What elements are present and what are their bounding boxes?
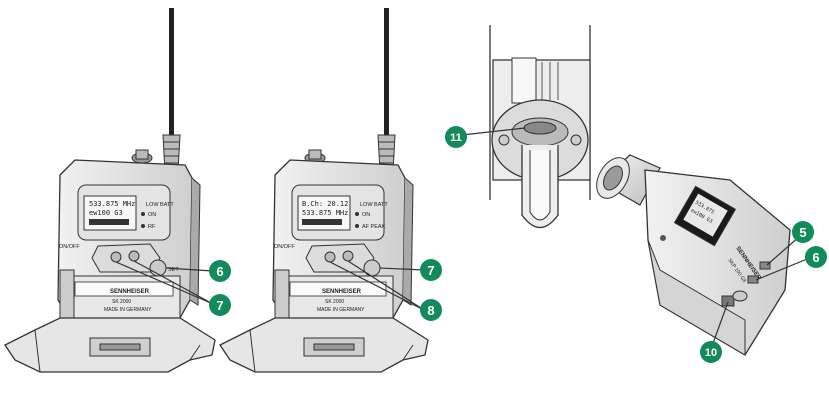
set-label-1: SET xyxy=(168,267,179,273)
bodypack-transmitter-2: B.Ch: 20.12 533.875 MHz LOW BATT ON AF P… xyxy=(219,8,429,373)
onoff-label-1: ON/OFF xyxy=(59,244,80,250)
on-label-2: ON xyxy=(362,212,370,218)
callout-5: 5 xyxy=(792,221,814,243)
low-batt-label-2: LOW BATT xyxy=(360,202,388,208)
down-button-1[interactable] xyxy=(128,250,140,262)
bodypack-transmitter-1: 533.875 MHz ew100 G3 LOW BATT ON RF SET … xyxy=(4,8,216,373)
brand-label-1: SENNHEISER xyxy=(110,289,150,295)
svg-text:6: 6 xyxy=(812,250,819,265)
lcd-line1-2: B.Ch: 20.12 xyxy=(302,200,348,208)
made-in-label-2: MADE IN GERMANY xyxy=(317,307,365,313)
svg-text:7: 7 xyxy=(427,263,434,278)
model-label-1: SK 2000 xyxy=(112,299,131,305)
lcd-line2-2: 533.875 MHz xyxy=(302,209,348,217)
on-label-1: ON xyxy=(148,212,156,218)
callout-6-left: 6 xyxy=(209,260,231,282)
brand-label-2: SENNHEISER xyxy=(322,289,362,295)
callouts: 6 7 7 8 11 5 6 10 xyxy=(209,126,827,363)
up-button-2[interactable] xyxy=(324,251,336,263)
svg-text:10: 10 xyxy=(705,347,717,359)
callout-8: 8 xyxy=(420,299,442,321)
up-button-1[interactable] xyxy=(110,251,122,263)
callout-6-right: 6 xyxy=(805,246,827,268)
plugon-transmitter: 533.875 ew100 G3 SENNHEISER SKP 100 G3 xyxy=(596,154,813,356)
antenna-2 xyxy=(384,8,389,138)
svg-text:11: 11 xyxy=(450,132,462,144)
lcd-line2-1: ew100 G3 xyxy=(89,209,123,217)
model-label-2: SK 2000 xyxy=(325,299,344,305)
made-in-label-1: MADE IN GERMANY xyxy=(104,307,152,313)
af-peak-label-2: AF PEAK xyxy=(362,224,386,230)
rf-label-1: RF xyxy=(148,224,156,230)
svg-text:6: 6 xyxy=(216,264,223,279)
plugon-end-view xyxy=(461,25,591,229)
down-button-2[interactable] xyxy=(342,250,354,262)
callout-11: 11 xyxy=(445,126,467,148)
svg-text:7: 7 xyxy=(216,298,223,313)
antenna-1 xyxy=(169,8,174,138)
svg-text:5: 5 xyxy=(799,225,806,240)
lcd-line1-1: 533.875 MHz xyxy=(89,200,135,208)
plugon-up-button[interactable] xyxy=(759,261,771,270)
plugon-end-lcd xyxy=(511,57,537,104)
plugon-onoff-button[interactable] xyxy=(721,295,735,307)
callout-7-left: 7 xyxy=(209,294,231,316)
set-button-2[interactable] xyxy=(363,259,381,277)
low-batt-label-1: LOW BATT xyxy=(146,202,174,208)
svg-text:8: 8 xyxy=(427,303,434,318)
onoff-label-2: ON/OFF xyxy=(274,244,295,250)
callout-7-middle: 7 xyxy=(420,259,442,281)
callout-10: 10 xyxy=(700,341,722,363)
